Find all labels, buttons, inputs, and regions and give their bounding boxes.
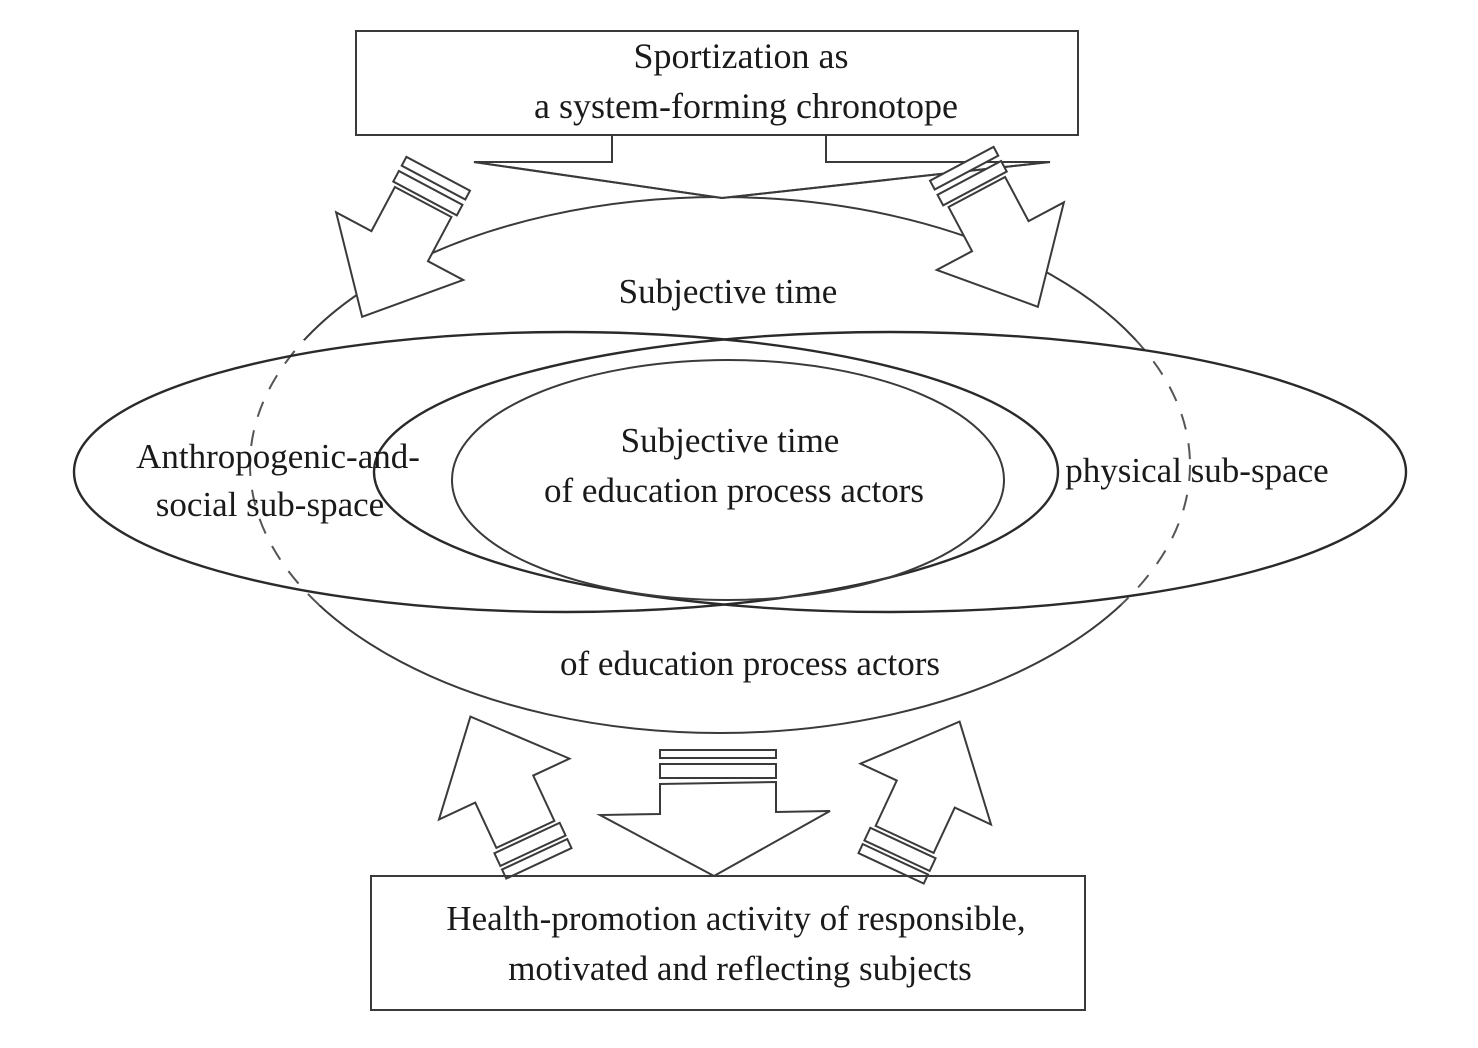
left-subspace-ellipse — [72, 330, 1060, 614]
arrow-bottom-right-shape — [858, 720, 993, 855]
arrow-top-left — [334, 155, 472, 319]
arrow-top-left-bar-1 — [391, 169, 464, 217]
time-ellipse-bottom-label: of education process actors — [560, 644, 940, 683]
left-subspace-line-1: Anthropogenic-and- — [136, 437, 420, 476]
arrow-top-left-bar-2 — [400, 155, 472, 201]
arrow-top-right-shape — [934, 175, 1066, 309]
right-subspace-label: physical sub-space — [1065, 451, 1328, 490]
top-box-line-1: Sportization as — [634, 36, 849, 76]
top-box-border — [355, 30, 1079, 136]
arrow-top-right — [928, 145, 1066, 309]
bottom-box — [370, 875, 1086, 1011]
center-ellipse-line-1: Subjective time — [621, 421, 840, 460]
arrow-bottom-right-bar-1 — [863, 826, 937, 873]
right-subspace-ellipse — [372, 330, 1408, 614]
bottom-box-line-1: Health-promotion activity of responsible… — [446, 899, 1025, 938]
arrow-bottom-left-bar-2 — [500, 837, 573, 880]
left-subspace-line-2: social sub-space — [156, 485, 384, 524]
arrow-top-right-bar-2 — [928, 145, 1000, 191]
top-box-line-2: a system-forming chronotope — [534, 86, 958, 126]
bottom-box-line-2: motivated and reflecting subjects — [508, 949, 972, 988]
arrow-bottom-left-shape — [437, 715, 572, 850]
time-ellipse-top-label: Subjective time — [619, 272, 838, 311]
arrow-bottom-center-bar-2 — [659, 763, 777, 779]
arrow-top-left-shape — [334, 185, 466, 319]
top-box — [355, 30, 1079, 200]
arrow-bottom-right — [857, 720, 993, 885]
center-ellipse-line-2: of education process actors — [544, 471, 924, 510]
arrow-bottom-left — [437, 715, 573, 880]
center-ellipse — [451, 359, 1005, 601]
arrow-top-right-bar-1 — [936, 159, 1009, 207]
top-box-connector — [356, 134, 1078, 200]
time-ellipse-dashed-sides — [249, 340, 1191, 605]
arrow-bottom-center — [596, 749, 831, 878]
arrow-bottom-right-bar-2 — [857, 842, 930, 885]
arrow-bottom-left-bar-1 — [493, 821, 567, 868]
arrow-bottom-center-shape — [596, 780, 831, 878]
arrow-bottom-center-bar-1 — [659, 749, 777, 759]
